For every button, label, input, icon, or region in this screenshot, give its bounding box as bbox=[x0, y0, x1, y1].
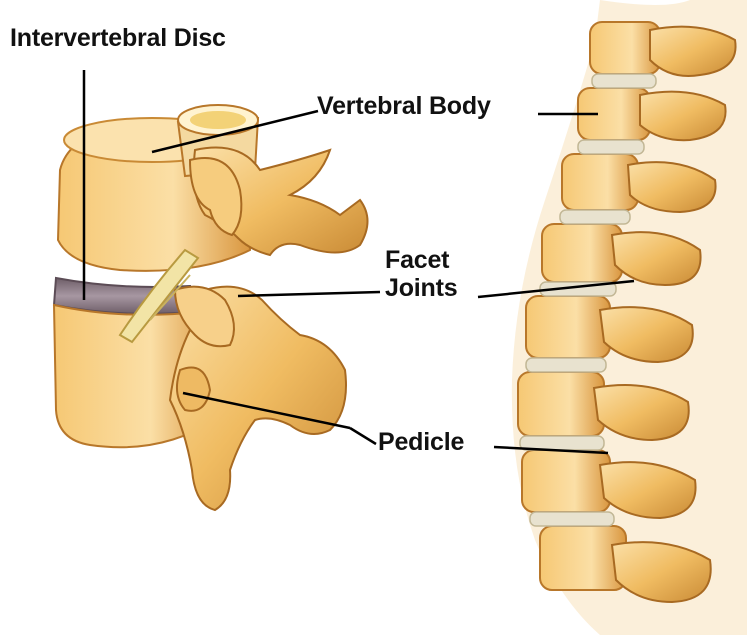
label-vertebral-body: Vertebral Body bbox=[317, 92, 491, 120]
spinal-column bbox=[512, 0, 747, 635]
label-pedicle: Pedicle bbox=[378, 428, 464, 456]
pedicle-leader-line-left-2 bbox=[350, 428, 376, 444]
label-intervertebral-disc: Intervertebral Disc bbox=[10, 24, 226, 52]
label-facet-joints: Facet Joints bbox=[385, 246, 457, 302]
facet-leader-line-left bbox=[238, 292, 380, 296]
label-facet-line2: Joints bbox=[385, 274, 457, 302]
label-facet-line1: Facet bbox=[385, 246, 457, 274]
vertebra-closeup bbox=[54, 105, 368, 510]
